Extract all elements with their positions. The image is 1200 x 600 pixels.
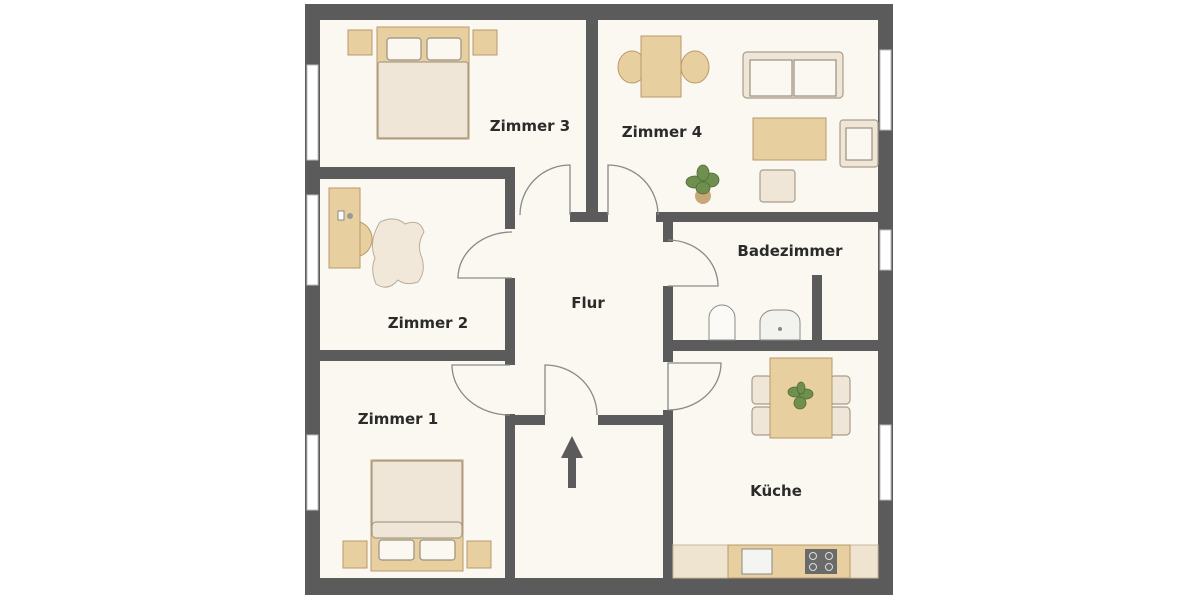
room-label-zimmer-3: Zimmer 3 — [490, 117, 571, 135]
kitchen-counter — [672, 544, 879, 579]
dining-set-kueche — [751, 357, 851, 439]
chair — [759, 169, 796, 203]
dining-set-zimmer-4 — [617, 35, 710, 98]
armchair — [839, 119, 879, 168]
toilet — [708, 304, 736, 341]
door-zimmer-4 — [607, 164, 659, 216]
plant-icon — [685, 164, 720, 204]
arrow-up-icon — [561, 436, 583, 488]
plant-icon — [787, 381, 814, 410]
room-label-zimmer-4: Zimmer 4 — [622, 123, 703, 141]
room-label-zimmer-1: Zimmer 1 — [358, 410, 439, 428]
door-zimmer-3 — [519, 164, 571, 216]
room-label-badezimmer: Badezimmer — [737, 242, 843, 260]
room-label-kueche: Küche — [750, 482, 802, 500]
room-label-zimmer-2: Zimmer 2 — [388, 314, 469, 332]
door-zimmer-2 — [457, 231, 513, 279]
door-entrance — [544, 364, 598, 416]
door-kueche — [667, 362, 722, 411]
rug — [371, 218, 425, 288]
sink — [759, 309, 801, 341]
sofa — [742, 51, 844, 99]
kitchen-sink — [741, 548, 773, 575]
coffee-table — [752, 117, 827, 161]
stove — [805, 549, 837, 574]
desk — [328, 187, 373, 269]
bed-zimmer-3 — [347, 26, 498, 140]
doors — [451, 164, 722, 416]
room-label-flur: Flur — [571, 294, 605, 312]
windows — [306, 49, 892, 511]
door-zimmer-1 — [451, 364, 511, 416]
bed-zimmer-1 — [342, 459, 492, 572]
door-badezimmer — [667, 239, 719, 287]
